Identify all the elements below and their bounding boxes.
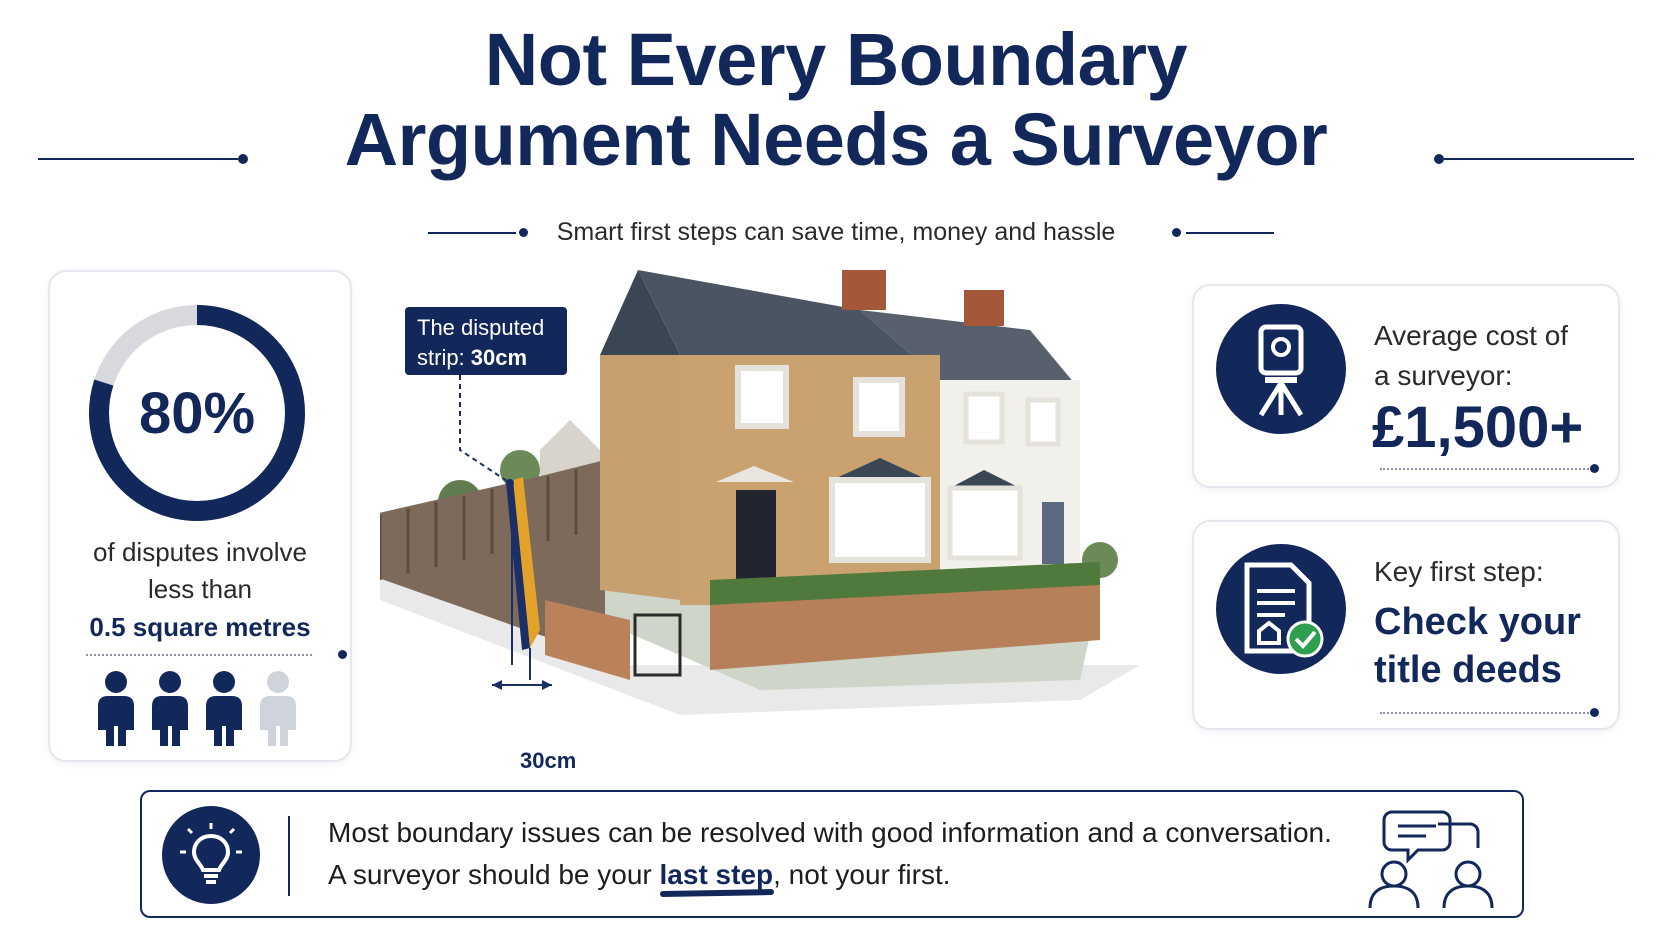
title-deed-icon: [1216, 544, 1346, 674]
lightbulb-icon: [162, 806, 260, 904]
person-icon-filled: [98, 671, 134, 746]
dispute-area-highlight: 0.5 square metres: [89, 612, 311, 642]
garden-wall: [545, 600, 630, 680]
tag-leader: [459, 375, 511, 484]
page-title: Not Every Boundary Argument Needs a Surv…: [0, 18, 1672, 182]
dispute-stat-card: 80% of disputes involve less than 0.5 sq…: [48, 270, 352, 762]
subtitle-rule-left: [428, 232, 516, 234]
bay-window: [829, 477, 931, 563]
cost-label-line-1: Average cost of: [1374, 320, 1569, 351]
front-wall: [710, 580, 1100, 670]
bay-roof: [950, 470, 1020, 488]
first-step-value-line-1: Check your: [1374, 601, 1581, 643]
measure-arrow-right: [542, 680, 552, 690]
surveyor-cost-card: Average cost of a surveyor: £1,500+: [1192, 284, 1620, 488]
window: [853, 377, 905, 437]
person-icon-empty: [260, 671, 296, 746]
advice-line-2: A surveyor should be your last step, not…: [328, 854, 1332, 897]
tag-line-2: strip: 30cm: [417, 343, 555, 373]
cost-label-line-2: a surveyor:: [1374, 360, 1513, 391]
measure-arrow-left: [492, 680, 502, 690]
subtitle-dot-left: [519, 228, 528, 237]
dispute-caption: of disputes involve less than: [50, 534, 350, 608]
person-icon-filled: [152, 671, 188, 746]
title-line-1: Not Every Boundary: [484, 18, 1188, 101]
window: [963, 391, 1005, 445]
window: [1025, 397, 1061, 447]
main-roof: [638, 270, 940, 380]
ring-progress: [89, 305, 305, 521]
advice-line-2-suffix: , not your first.: [773, 859, 951, 890]
surveyor-cost-value: £1,500+: [1372, 395, 1584, 460]
neighbour-roof: [860, 310, 1080, 390]
hedge: [710, 562, 1100, 605]
subtitle: Smart first steps can save time, money a…: [556, 218, 1116, 246]
house-side-wall: [600, 355, 680, 600]
left-card-divider-dot: [338, 650, 347, 659]
banner-separator: [288, 816, 290, 896]
tag-line-1: The disputed: [417, 315, 545, 340]
title-line-2: Argument Needs a Surveyor: [344, 98, 1328, 181]
person-icon-filled: [206, 671, 242, 746]
subtitle-dot-right: [1172, 228, 1181, 237]
advice-emphasis-text: last step: [659, 859, 774, 890]
conversation-icon: [1368, 810, 1494, 909]
subtitle-rule-right: [1186, 232, 1274, 234]
advice-emphasis: last step: [659, 859, 774, 897]
theodolite-icon: [1216, 304, 1346, 434]
tag-line-2-prefix: strip:: [417, 345, 471, 370]
neighbour-door: [1042, 502, 1064, 564]
window: [735, 365, 789, 429]
bay-window: [947, 485, 1023, 561]
advice-banner: Most boundary issues can be resolved wit…: [140, 790, 1524, 918]
surveyor-cost-label: Average cost of a surveyor:: [1374, 316, 1568, 396]
advice-line-1: Most boundary issues can be resolved wit…: [328, 817, 1332, 848]
first-step-card: Key first step: Check your title deeds: [1192, 520, 1620, 730]
left-card-divider: [86, 654, 312, 656]
advice-text: Most boundary issues can be resolved wit…: [328, 812, 1332, 897]
title-dot-left: [238, 154, 248, 164]
cost-card-divider-dot: [1590, 464, 1599, 473]
title-rule-right: [1444, 158, 1634, 160]
step-card-divider: [1380, 712, 1592, 714]
people-icons: [98, 671, 296, 746]
tag-leader-dot: [506, 479, 514, 487]
bay-roof: [832, 458, 928, 480]
cost-card-divider: [1380, 468, 1592, 470]
tag-line-2-value: 30cm: [470, 345, 528, 370]
caption-line-2: less than: [147, 574, 253, 604]
percent-ring: [89, 305, 305, 521]
caption-line-1: of disputes involve: [93, 537, 307, 567]
first-step-value: Check your title deeds: [1374, 598, 1581, 694]
door-canopy: [716, 466, 794, 482]
chimney: [964, 290, 1004, 326]
house-illustration: [380, 270, 1140, 715]
measurement-label: 30cm: [520, 748, 577, 773]
title-dot-right: [1434, 154, 1444, 164]
title-rule-left: [38, 158, 238, 160]
disputed-strip-tag: The disputed strip: 30cm: [405, 307, 567, 375]
percent-label: 80%: [138, 380, 256, 446]
front-door: [736, 490, 776, 586]
gable-roof: [600, 270, 680, 355]
first-step-label: Key first step:: [1374, 556, 1544, 587]
disputed-strip: [513, 477, 540, 648]
step-card-divider-dot: [1590, 708, 1599, 717]
first-step-value-line-2: title deeds: [1374, 649, 1562, 691]
chimney: [842, 270, 886, 310]
garden-gate: [633, 613, 682, 677]
emphasis-underline: [659, 889, 774, 897]
advice-line-2-prefix: A surveyor should be your: [328, 859, 660, 890]
